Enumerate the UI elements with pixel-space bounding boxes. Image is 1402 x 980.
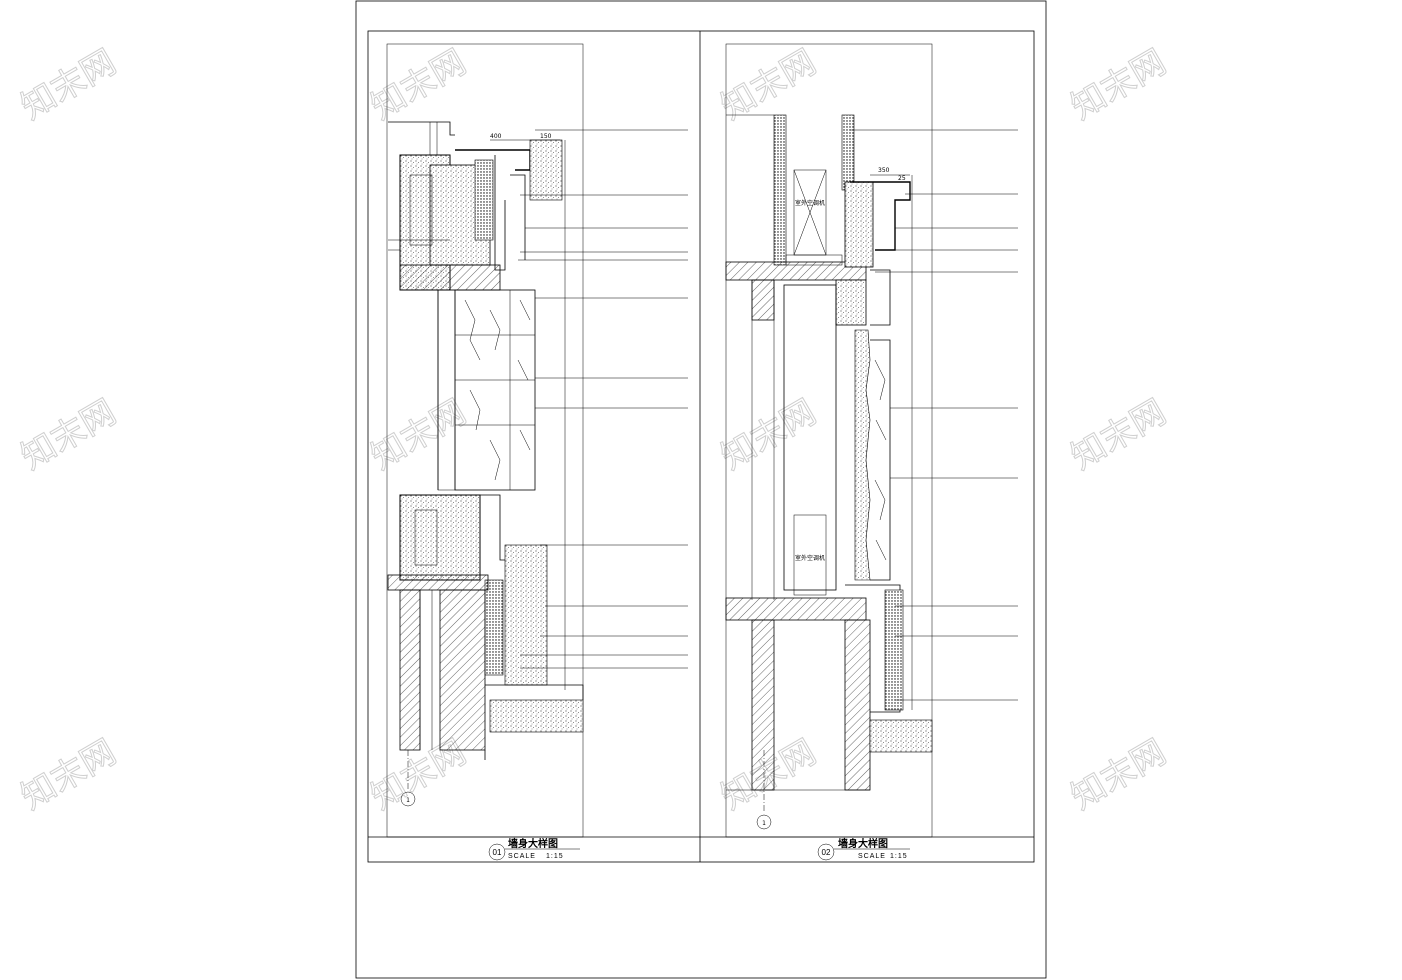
watermark: 知末网 [1065, 732, 1173, 818]
dimension-top-label: 25 [898, 175, 906, 182]
axis-bubble-label: 1 [762, 820, 766, 827]
axis-bubble-label: 1 [406, 797, 410, 804]
detail-02: 室外空调机 室外空调机 1 350 25 [725, 43, 1018, 861]
lower-concrete-block [399, 494, 481, 581]
watermark: 知末网 [1065, 392, 1173, 478]
lower-wall [399, 589, 421, 751]
leader-lines [850, 129, 1018, 701]
detail-number-bubble [488, 843, 506, 861]
watermark-group: 知末网 知末网 知末网 知末网 知末网 知末网 知末网 知末网 知末网 知末网 … [14, 42, 1173, 819]
watermark: 知末网 [15, 392, 123, 478]
ac-box-label: 室外空调机 [795, 554, 825, 562]
axis-bubble [400, 791, 416, 807]
dimension-top-label: 400 [490, 133, 502, 140]
frame-border [367, 30, 1035, 863]
watermark: 知末网 [15, 42, 123, 128]
leader-lines [518, 129, 688, 669]
detail-title: 墙身大样图 [838, 837, 888, 850]
scale-label: SCALE [858, 853, 886, 860]
watermark: 知末网 [365, 392, 473, 478]
detail-title: 墙身大样图 [508, 837, 558, 850]
scale-value: 1:15 [890, 853, 908, 860]
detail-01: 1 400 150 01 墙身大样图 SCALE 1:15 [386, 43, 688, 861]
ac-box-label: 室外空调机 [795, 199, 825, 207]
watermark: 知末网 [1065, 42, 1173, 128]
sheet-border [355, 0, 1047, 979]
detail-number: 02 [822, 848, 831, 857]
watermark: 知末网 [365, 42, 473, 128]
ac-box-lower [793, 514, 827, 596]
watermark: 知末网 [715, 392, 823, 478]
dimension-top-label: 350 [878, 167, 890, 174]
scale-label: SCALE [508, 853, 536, 860]
detail-number-bubble [817, 843, 835, 861]
axis-bubble [756, 814, 772, 830]
detail-number: 01 [493, 848, 502, 857]
dimension-top-label: 150 [540, 133, 552, 140]
detail-02-viewport [725, 43, 933, 838]
detail-01-viewport [386, 43, 584, 838]
watermark: 知末网 [15, 732, 123, 818]
scale-value: 1:15 [546, 853, 564, 860]
interior-wall [783, 284, 837, 591]
